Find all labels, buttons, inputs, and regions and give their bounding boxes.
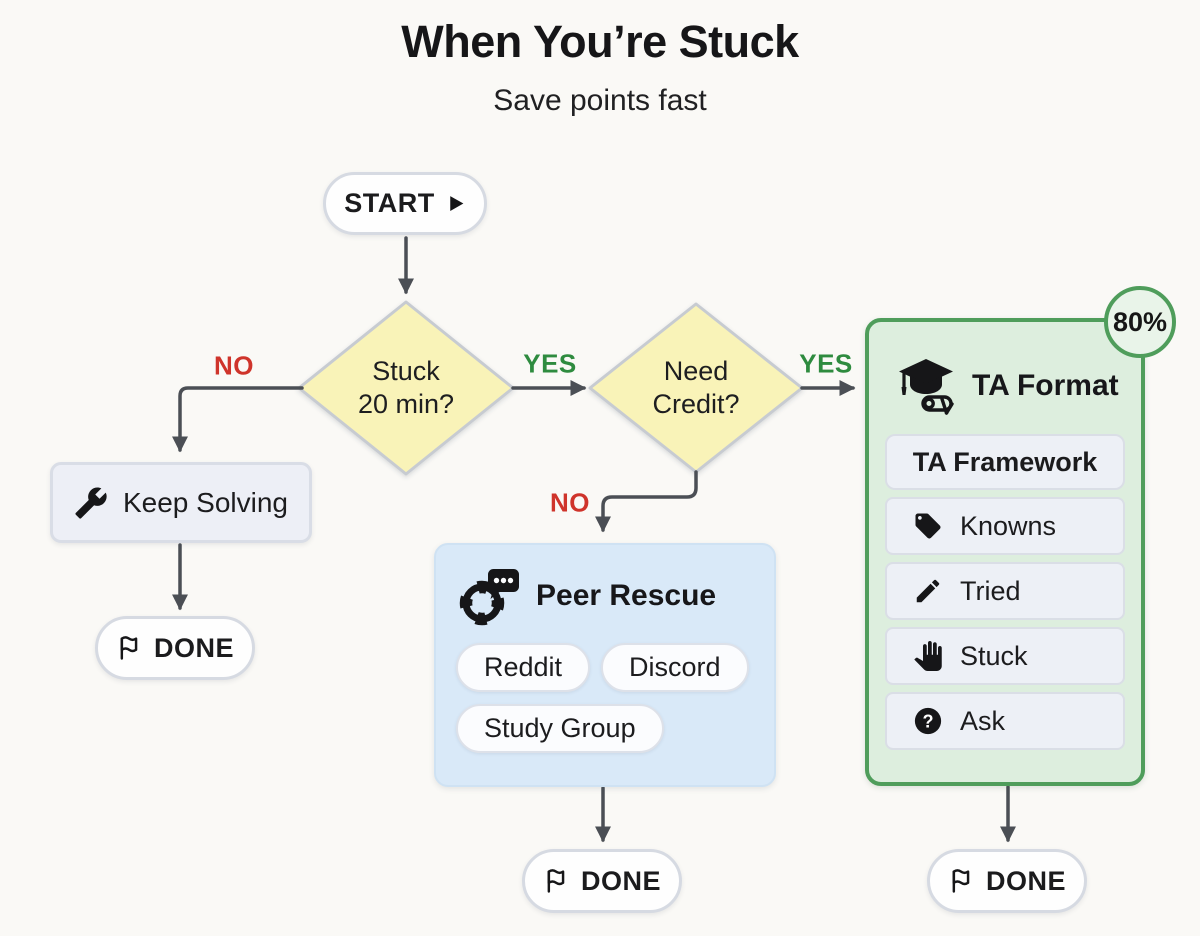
keep-solving-node: Keep Solving — [50, 462, 312, 543]
question-icon: ? — [913, 706, 943, 736]
page-title: When You’re Stuck — [401, 16, 799, 67]
flow-arrows — [171, 236, 1017, 843]
done-label: DONE — [985, 865, 1066, 896]
keep-solving-label: Keep Solving — [122, 486, 288, 518]
peer-rescue-title: Peer Rescue — [536, 579, 717, 612]
flag-icon — [116, 634, 144, 662]
done-node-3: DONE — [927, 849, 1087, 913]
framework-item-ask: ? Ask — [885, 692, 1125, 750]
decision-stuck-line2: 20 min? — [357, 389, 455, 419]
framework-item-stuck: Stuck — [885, 627, 1125, 685]
lifebuoy-chat-icon — [456, 566, 522, 626]
decision-stuck-line1: Stuck — [372, 356, 440, 387]
ta-format-panel: 80% TA Format TA Frame — [865, 286, 1176, 786]
tag-icon — [913, 511, 943, 541]
decision-credit-line2: Credit? — [652, 389, 740, 419]
flag-icon — [948, 867, 976, 895]
decision-stuck-shape — [297, 300, 515, 476]
chip-reddit: Reddit — [456, 643, 591, 692]
chip-discord: Discord — [601, 643, 749, 692]
peer-rescue-panel: Peer Rescue Reddit Discord Study Group — [434, 543, 776, 787]
play-icon — [445, 193, 466, 214]
ta-format-title: TA Format — [972, 369, 1119, 402]
wrench-icon — [74, 486, 108, 520]
done-node-1: DONE — [95, 616, 255, 680]
done-label: DONE — [153, 632, 234, 663]
done-node-2: DONE — [522, 849, 682, 913]
success-rate-badge: 80% — [1104, 286, 1176, 358]
pencil-icon — [913, 576, 943, 606]
edge-label-yes-1: YES — [523, 348, 577, 379]
flag-icon — [543, 867, 571, 895]
start-node: START — [323, 172, 487, 235]
ta-framework: TA Framework Knowns Tried Stuck — [885, 434, 1125, 750]
edge-label-no-2: NO — [550, 487, 590, 518]
framework-item-label: Ask — [960, 705, 1006, 736]
framework-item-label: Tried — [960, 575, 1021, 606]
chip-study-group: Study Group — [456, 704, 664, 753]
hand-icon — [913, 641, 943, 671]
svg-text:?: ? — [922, 711, 933, 731]
done-label: DONE — [580, 865, 661, 896]
decision-stuck: Stuck 20 min? — [299, 302, 513, 474]
graduation-cap-icon — [893, 355, 959, 417]
framework-item-label: Knowns — [960, 510, 1057, 541]
peer-rescue-chips: Reddit Discord Study Group — [456, 643, 754, 753]
ta-framework-header: TA Framework — [885, 434, 1125, 490]
framework-item-tried: Tried — [885, 562, 1125, 620]
framework-item-knowns: Knowns — [885, 497, 1125, 555]
decision-credit: Need Credit? — [590, 304, 802, 472]
page-subtitle: Save points fast — [493, 84, 707, 117]
framework-item-label: Stuck — [960, 640, 1028, 671]
decision-credit-line1: Need — [663, 356, 729, 387]
start-label: START — [344, 188, 435, 218]
edge-label-no-1: NO — [214, 350, 254, 381]
edge-label-yes-2: YES — [799, 348, 853, 379]
